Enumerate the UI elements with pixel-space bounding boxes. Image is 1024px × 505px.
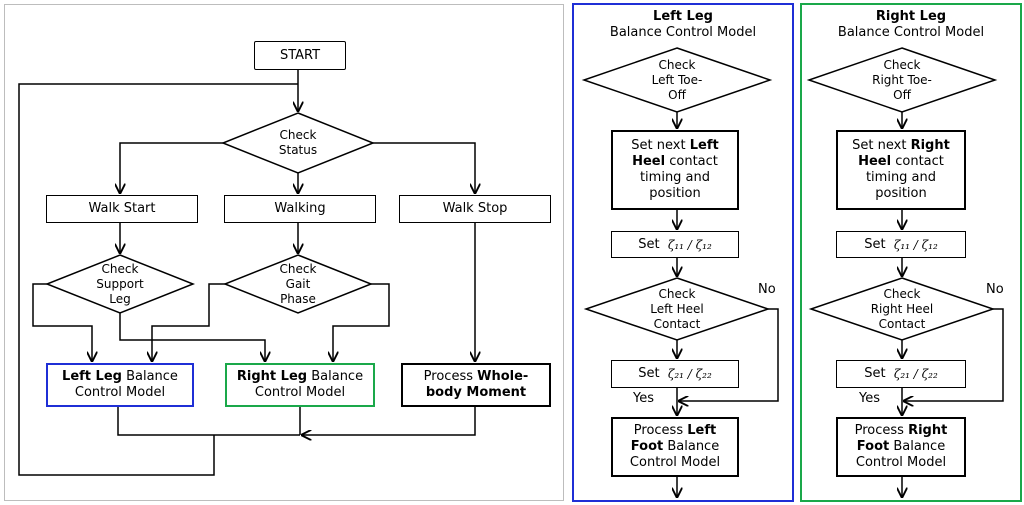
- left-no-label: No: [758, 282, 776, 297]
- right-no-label: No: [986, 282, 1004, 297]
- check-gait-phase-diamond: [222, 254, 374, 314]
- walk-start-box: Walk Start: [46, 195, 198, 223]
- left-yes-label: Yes: [633, 391, 654, 406]
- main-flowchart-panel: [4, 4, 564, 501]
- process-whole-body-moment-box: Process Whole-body Moment: [401, 363, 551, 407]
- right-yes-label: Yes: [859, 391, 880, 406]
- left-set-zeta2-box: Set ζ₂₁ / ζ₂₂: [611, 360, 739, 388]
- right-leg-panel: [800, 3, 1022, 502]
- walking-box: Walking: [224, 195, 376, 223]
- walk-stop-box: Walk Stop: [399, 195, 551, 223]
- left-set-zeta1-box: Set ζ₁₁ / ζ₁₂: [611, 231, 739, 258]
- right-set-zeta1-box: Set ζ₁₁ / ζ₁₂: [836, 231, 966, 258]
- left-leg-panel: [572, 3, 794, 502]
- start-box: START: [254, 41, 346, 70]
- right-set-zeta2-box: Set ζ₂₁ / ζ₂₂: [836, 360, 966, 388]
